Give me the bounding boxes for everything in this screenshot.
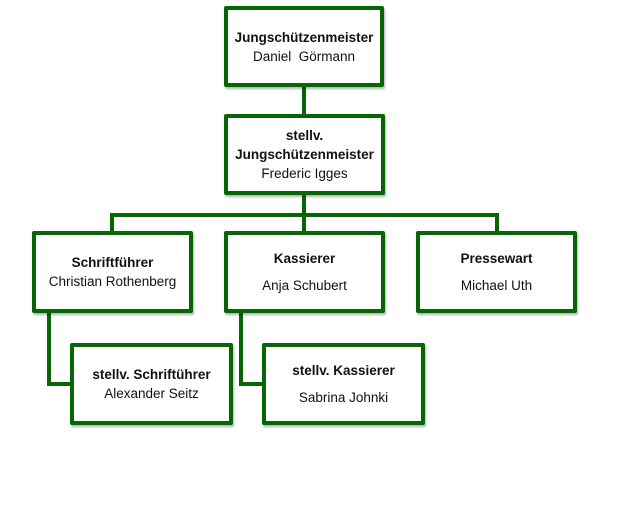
node-head: Jungschützenmeister Daniel Görmann [224,6,384,87]
connector-bus-secretary [110,213,114,232]
connector-secretary-horizontal [47,382,71,386]
node-deputy: stellv. Jungschützenmeister Frederic Igg… [224,114,385,195]
node-title: Kassierer [273,251,336,266]
node-deputy-treasurer: stellv. Kassierer Sabrina Johnki [262,343,425,425]
connector-secretary-vertical [47,312,51,386]
node-title: Schriftführer [71,255,154,270]
node-title: Jungschützenmeister [234,29,374,45]
connector-treasurer-horizontal [239,382,263,386]
node-title: stellv. Kassierer [292,363,395,378]
node-press: Pressewart Michael Uth [416,231,577,313]
connector-bus-press [495,213,499,232]
node-name: Christian Rothenberg [48,274,177,289]
node-title: stellv. Schriftührer [92,367,211,382]
connector-horizontal-bus [110,213,499,217]
node-secretary: Schriftführer Christian Rothenberg [32,231,193,313]
node-name: Michael Uth [460,278,533,293]
node-title-line2: Jungschützenmeister [235,147,374,162]
node-deputy-secretary: stellv. Schriftührer Alexander Seitz [70,343,233,425]
connector-treasurer-vertical [239,312,243,386]
node-treasurer: Kassierer Anja Schubert [224,231,385,313]
connector-head-deputy [302,86,306,114]
node-name: Sabrina Johnki [298,390,389,405]
node-title: Pressewart [460,251,533,266]
node-name: Daniel Görmann [252,48,356,64]
node-title-line1: stellv. [285,128,324,143]
node-name: Frederic Igges [261,166,348,181]
node-name: Alexander Seitz [104,386,199,401]
node-name: Anja Schubert [262,278,347,293]
